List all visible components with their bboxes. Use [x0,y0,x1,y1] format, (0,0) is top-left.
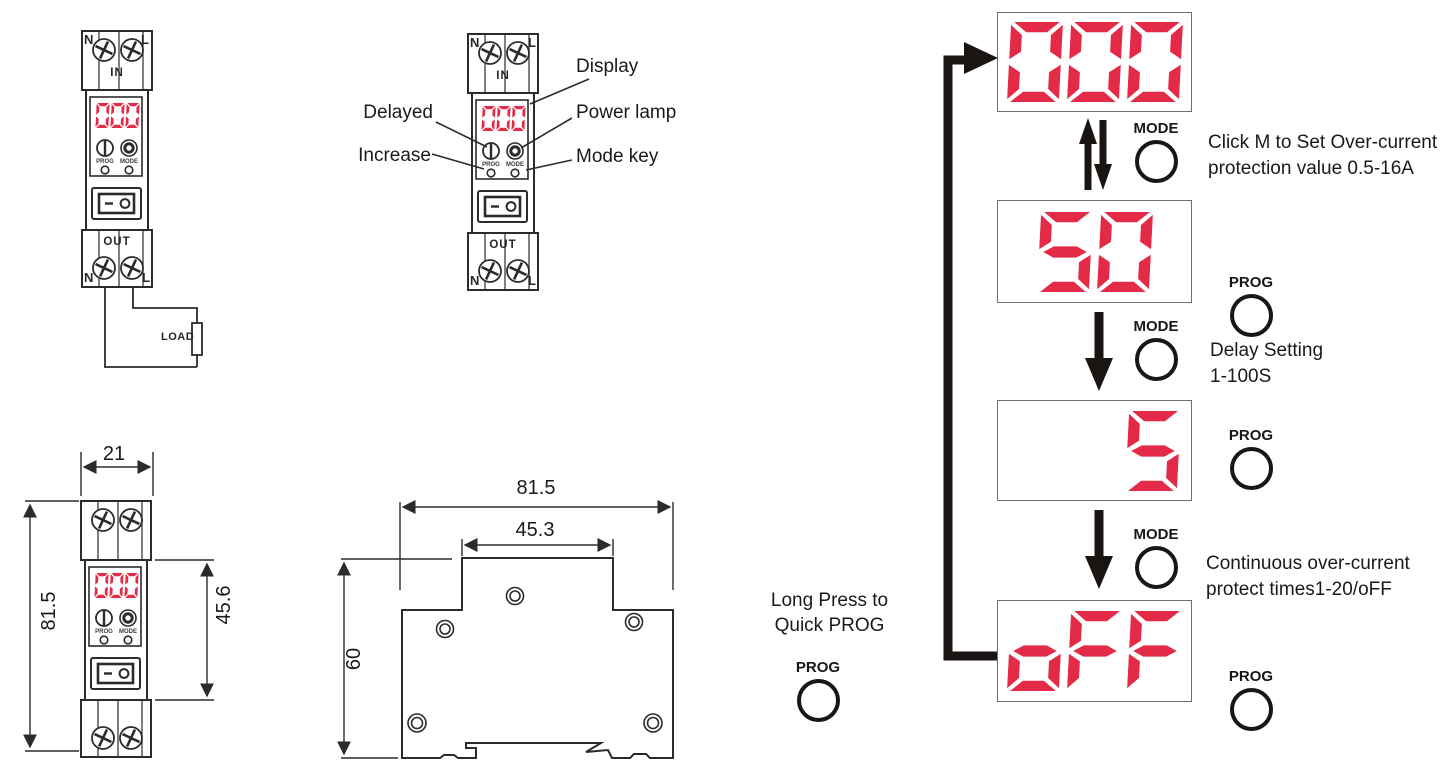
note-line: Click M to Set Over-current [1208,132,1438,153]
out-label: OUT [103,236,131,248]
note-line: Delay Setting [1210,340,1324,361]
flow-loop-arrow [943,42,998,661]
terminal-label-l: L [141,32,149,47]
terminal-label-l-bottom: L [528,273,536,288]
dim-front-width: 21 [102,443,126,465]
prog-button-circle-icon [796,679,840,722]
load-wires [104,287,198,368]
device-display [90,573,141,598]
dim-panel-height: 45.6 [213,585,235,625]
prog-button-circle-icon [1229,294,1273,337]
note-line: 1-100S [1210,366,1272,387]
callout-display: Display [576,56,639,77]
in-label: IN [496,70,510,82]
flow-display-step1 [997,12,1192,112]
flow-down-arrow-2 [1085,510,1113,589]
prog-button-2: PROG [1225,427,1277,490]
device-front-view-wiring: N L IN PROG MODE OUT N L LOAD [81,30,211,375]
prog-button-circle-icon [1229,447,1273,490]
note-line: protect times1-20/oFF [1206,579,1392,600]
note-line: Long Press to [770,590,889,611]
side-profile-outline [401,557,674,759]
note-protect-times: Continuous over-current protect times1-2… [1206,551,1410,603]
mounting-holes [407,586,663,733]
prog-button-3: PROG [1225,668,1277,731]
flow-display-step4 [997,600,1192,702]
prog-button-label: PROG [1228,427,1274,444]
prog-button-circle-icon [1229,688,1273,731]
note-long-press: Long Press to Quick PROG [757,588,902,638]
prog-key-label: PROG [482,162,500,168]
callout-power-lamp: Power lamp [576,102,677,123]
mode-button-1: MODE [1130,120,1182,183]
terminal-label-n-bottom: N [84,270,94,285]
callout-mode-key: Mode key [576,146,659,167]
terminal-label-n: N [470,35,480,50]
flow-down-arrow-1 [1085,312,1113,391]
mode-button-label: MODE [1133,318,1179,335]
mode-key-label: MODE [506,162,524,168]
note-line: Quick PROG [774,615,885,636]
mode-button-label: MODE [1133,120,1179,137]
callout-delayed: Delayed [363,102,433,123]
mode-key-label: MODE [120,159,138,165]
device-display [91,103,142,128]
prog-button-1: PROG [1225,274,1277,337]
device-front-view-dimensions: PROG MODE [80,500,152,758]
callout-increase: Increase [358,145,431,166]
out-label: OUT [489,239,517,251]
terminal-label-l: L [528,35,536,50]
sevenseg-50 [1036,211,1153,292]
device-display [477,106,528,131]
sevenseg-5 [1125,410,1181,491]
prog-button-quick: PROG [792,659,844,722]
prog-key-label: PROG [95,629,113,635]
prog-button-label: PROG [795,659,841,676]
dim-rail-notch-width: 45.3 [515,519,555,541]
mode-button-label: MODE [1133,526,1179,543]
flow-display-step2 [997,200,1192,303]
device-front-view-callouts: N L IN PROG MODE OUT N L [467,33,539,291]
dim-side-height: 60 [343,647,365,671]
note-line: protection value 0.5-16A [1208,158,1414,179]
note-overcurrent: Click M to Set Over-current protection v… [1208,130,1437,182]
dim-side-width: 81.5 [516,477,556,499]
sevenseg-000 [1006,22,1183,102]
prog-button-label: PROG [1228,668,1274,685]
mode-button-circle-icon [1134,338,1178,381]
mode-button-circle-icon [1134,546,1178,589]
terminal-label-l-bottom: L [142,270,150,285]
prog-button-label: PROG [1228,274,1274,291]
load-label: LOAD [161,331,195,343]
device-line-art [81,30,203,368]
sevenseg-off [1006,611,1182,691]
terminal-label-n: N [84,32,94,47]
in-label: IN [110,67,124,79]
load-resistor [191,322,203,356]
flow-updown-arrows [1079,118,1112,190]
mode-button-2: MODE [1130,318,1182,381]
note-line: Continuous over-current [1206,553,1410,574]
flow-display-step3 [997,400,1192,501]
mode-button-3: MODE [1130,526,1182,589]
terminal-label-n-bottom: N [470,273,480,288]
dim-front-height: 81.5 [38,591,60,631]
note-delay: Delay Setting 1-100S [1210,338,1323,390]
prog-key-label: PROG [96,159,114,165]
mode-button-circle-icon [1134,140,1178,183]
mode-key-label: MODE [119,629,137,635]
